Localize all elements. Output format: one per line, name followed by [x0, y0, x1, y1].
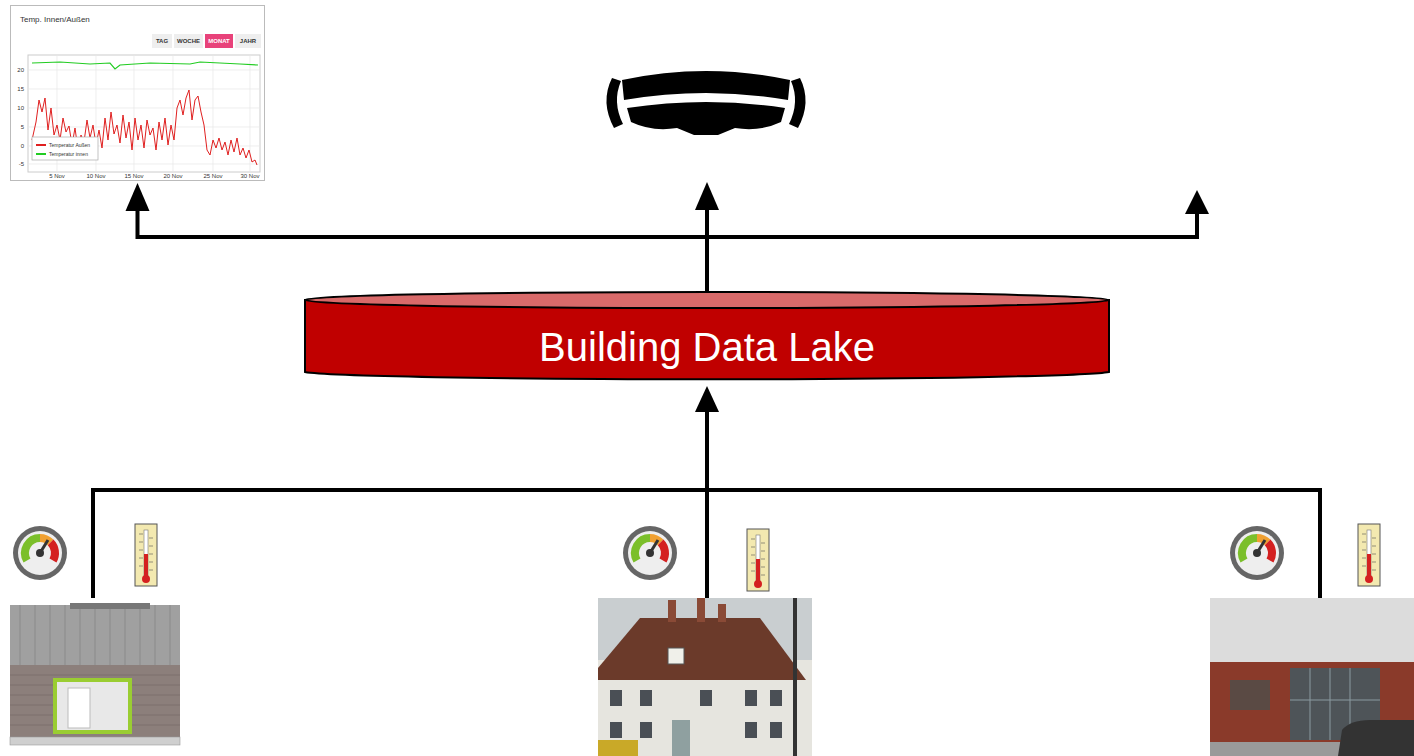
axis-tick-label: 0 [2, 143, 24, 149]
tab-button: WOCHE [174, 34, 203, 48]
legend-swatch [36, 153, 46, 155]
tab-button: TAG [152, 34, 172, 48]
chart-plot [28, 55, 260, 172]
tab-label: TAG [156, 38, 168, 44]
axis-tick-label: 20 [2, 67, 24, 73]
axis-tick-label: 15 [2, 86, 24, 92]
axis-tick-label: 5 Nov [37, 173, 77, 179]
axis-tick-label: 15 Nov [114, 173, 154, 179]
tab-label: MONAT [208, 38, 230, 44]
legend-label: Temperatur Außen [49, 142, 90, 148]
output-arrows [695, 182, 1209, 239]
tab-button: MONAT [205, 34, 233, 48]
chart-panel: Temp. Innen/AußenTAG WOCHE MONAT JAHR [10, 5, 265, 181]
thermometer-icon [135, 524, 1380, 591]
building-photo [598, 598, 812, 756]
axis-tick-label: 25 Nov [193, 173, 233, 179]
building-rendering [10, 603, 180, 745]
gauge-icon [13, 526, 1284, 580]
vr-headset-icon [606, 71, 805, 135]
legend-swatch [36, 144, 46, 146]
data-lake-cylinder: Building Data Lake [303, 290, 1111, 385]
axis-tick-label: -5 [2, 161, 24, 167]
axis-tick-label: 5 [2, 124, 24, 130]
tab-label: WOCHE [177, 38, 200, 44]
data-lake-label: Building Data Lake [539, 325, 875, 370]
tab-button: JAHR [235, 34, 261, 48]
chart-title: Temp. Innen/Außen [20, 15, 90, 24]
axis-tick-label: 20 Nov [153, 173, 193, 179]
data-flow-arrow [126, 183, 708, 293]
building-photo [1210, 598, 1414, 756]
tab-label: JAHR [240, 38, 256, 44]
axis-tick-label: 30 Nov [230, 173, 270, 179]
legend-label: Temperatur innen [49, 151, 88, 157]
sensor-input-lines [93, 386, 1320, 598]
axis-tick-label: 10 Nov [76, 173, 116, 179]
axis-tick-label: 10 [2, 105, 24, 111]
